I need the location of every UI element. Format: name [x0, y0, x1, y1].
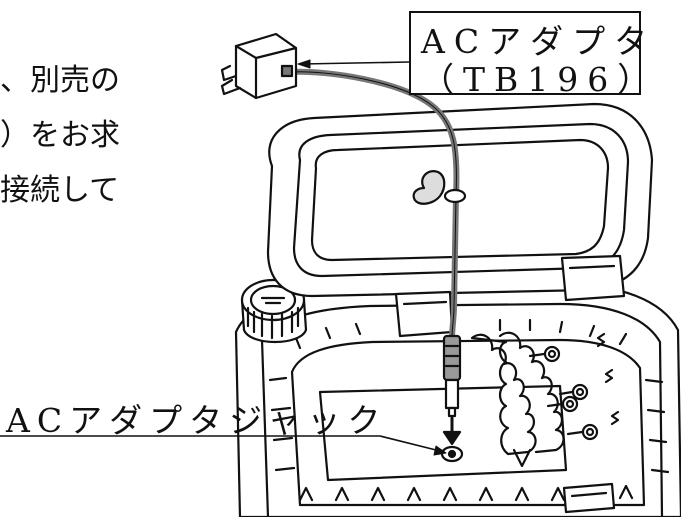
jack-label: ACアダプタジャック [6, 401, 388, 440]
battery-holder [470, 331, 620, 468]
adapter-model-label: （TB196） [421, 60, 660, 99]
text-line-2: ）をお求 [0, 118, 120, 153]
jack-socket [440, 445, 464, 463]
adapter-name-label: ACアダプタ [421, 22, 657, 61]
cord-clip [412, 170, 446, 205]
text-line-1: 、別売の [0, 63, 120, 98]
cord-outline [289, 71, 457, 339]
dc-plug [442, 334, 462, 418]
cap-knob [240, 278, 308, 344]
adapter-leader-arrow [297, 59, 311, 69]
lid-hole [443, 188, 467, 204]
jack-underline [0, 435, 445, 453]
adapter-leader-line [301, 61, 410, 65]
text-line-3: 接続して [0, 173, 120, 208]
down-arrow-icon [442, 416, 462, 446]
adapter-label-box: ACアダプタ （TB196） [409, 11, 650, 99]
ac-adapter-icon [220, 32, 298, 100]
jack-leader-arrow [433, 445, 447, 456]
